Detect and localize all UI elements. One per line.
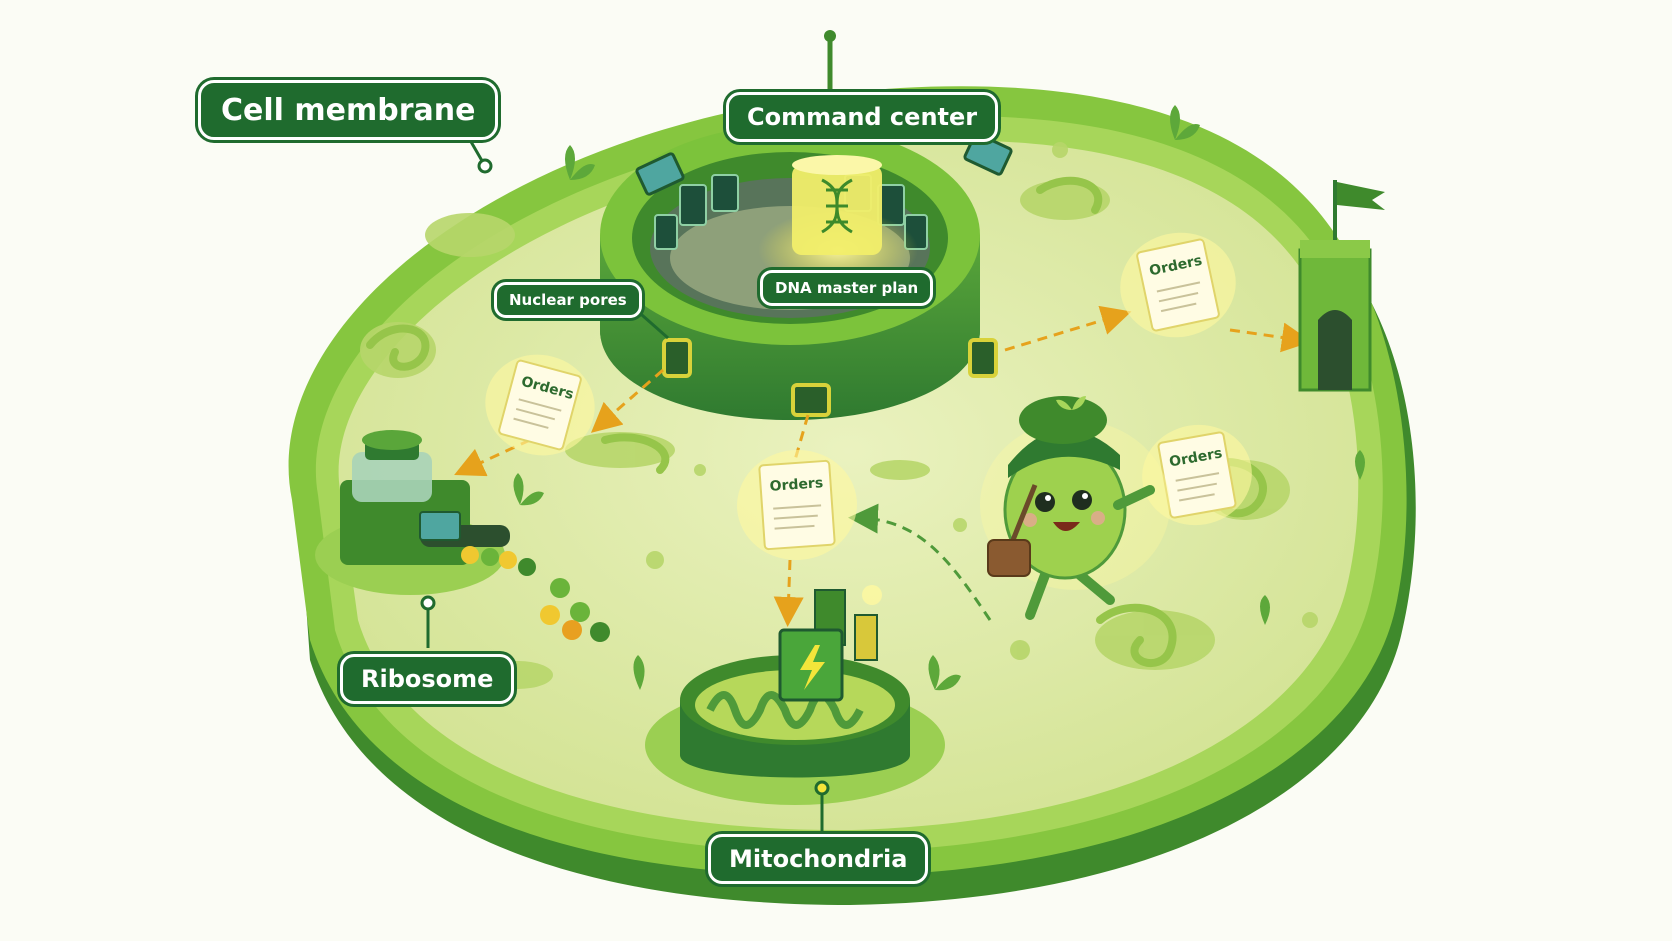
nuclear-pore-right [968, 338, 998, 378]
ribosome-label: Ribosome [340, 654, 515, 704]
ribosome-factory [315, 430, 510, 595]
nuclear-pore-center [791, 383, 831, 417]
orders-paper: Orders [1142, 424, 1252, 526]
orders-paper: Orders [485, 354, 595, 456]
amino-acid-beads [461, 546, 610, 642]
orders-label: Orders [769, 475, 824, 495]
nuclear-pore-left [662, 338, 692, 378]
dna-master-plan-label: DNA master plan [760, 270, 934, 306]
window-left [635, 152, 685, 196]
nuclear-pores-label: Nuclear pores [494, 282, 642, 318]
dna-helix-icon [821, 178, 853, 234]
cell-membrane-label: Cell membrane [198, 80, 499, 140]
messenger-character [980, 396, 1170, 620]
command-center-label: Command center [726, 92, 999, 142]
messenger-path-arrow [848, 503, 992, 621]
orders-paper: Orders [737, 449, 857, 561]
exit-gate-tower [1298, 180, 1385, 392]
flag-icon [1337, 182, 1385, 210]
mitochondria-label: Mitochondria [708, 834, 929, 884]
mitochondria-station [645, 585, 945, 805]
orders-paper: Orders [1120, 232, 1236, 338]
messenger-bag [987, 539, 1031, 577]
window-right [963, 132, 1013, 176]
lightning-bolt-icon [800, 645, 825, 690]
plant-decorations [513, 105, 1365, 691]
